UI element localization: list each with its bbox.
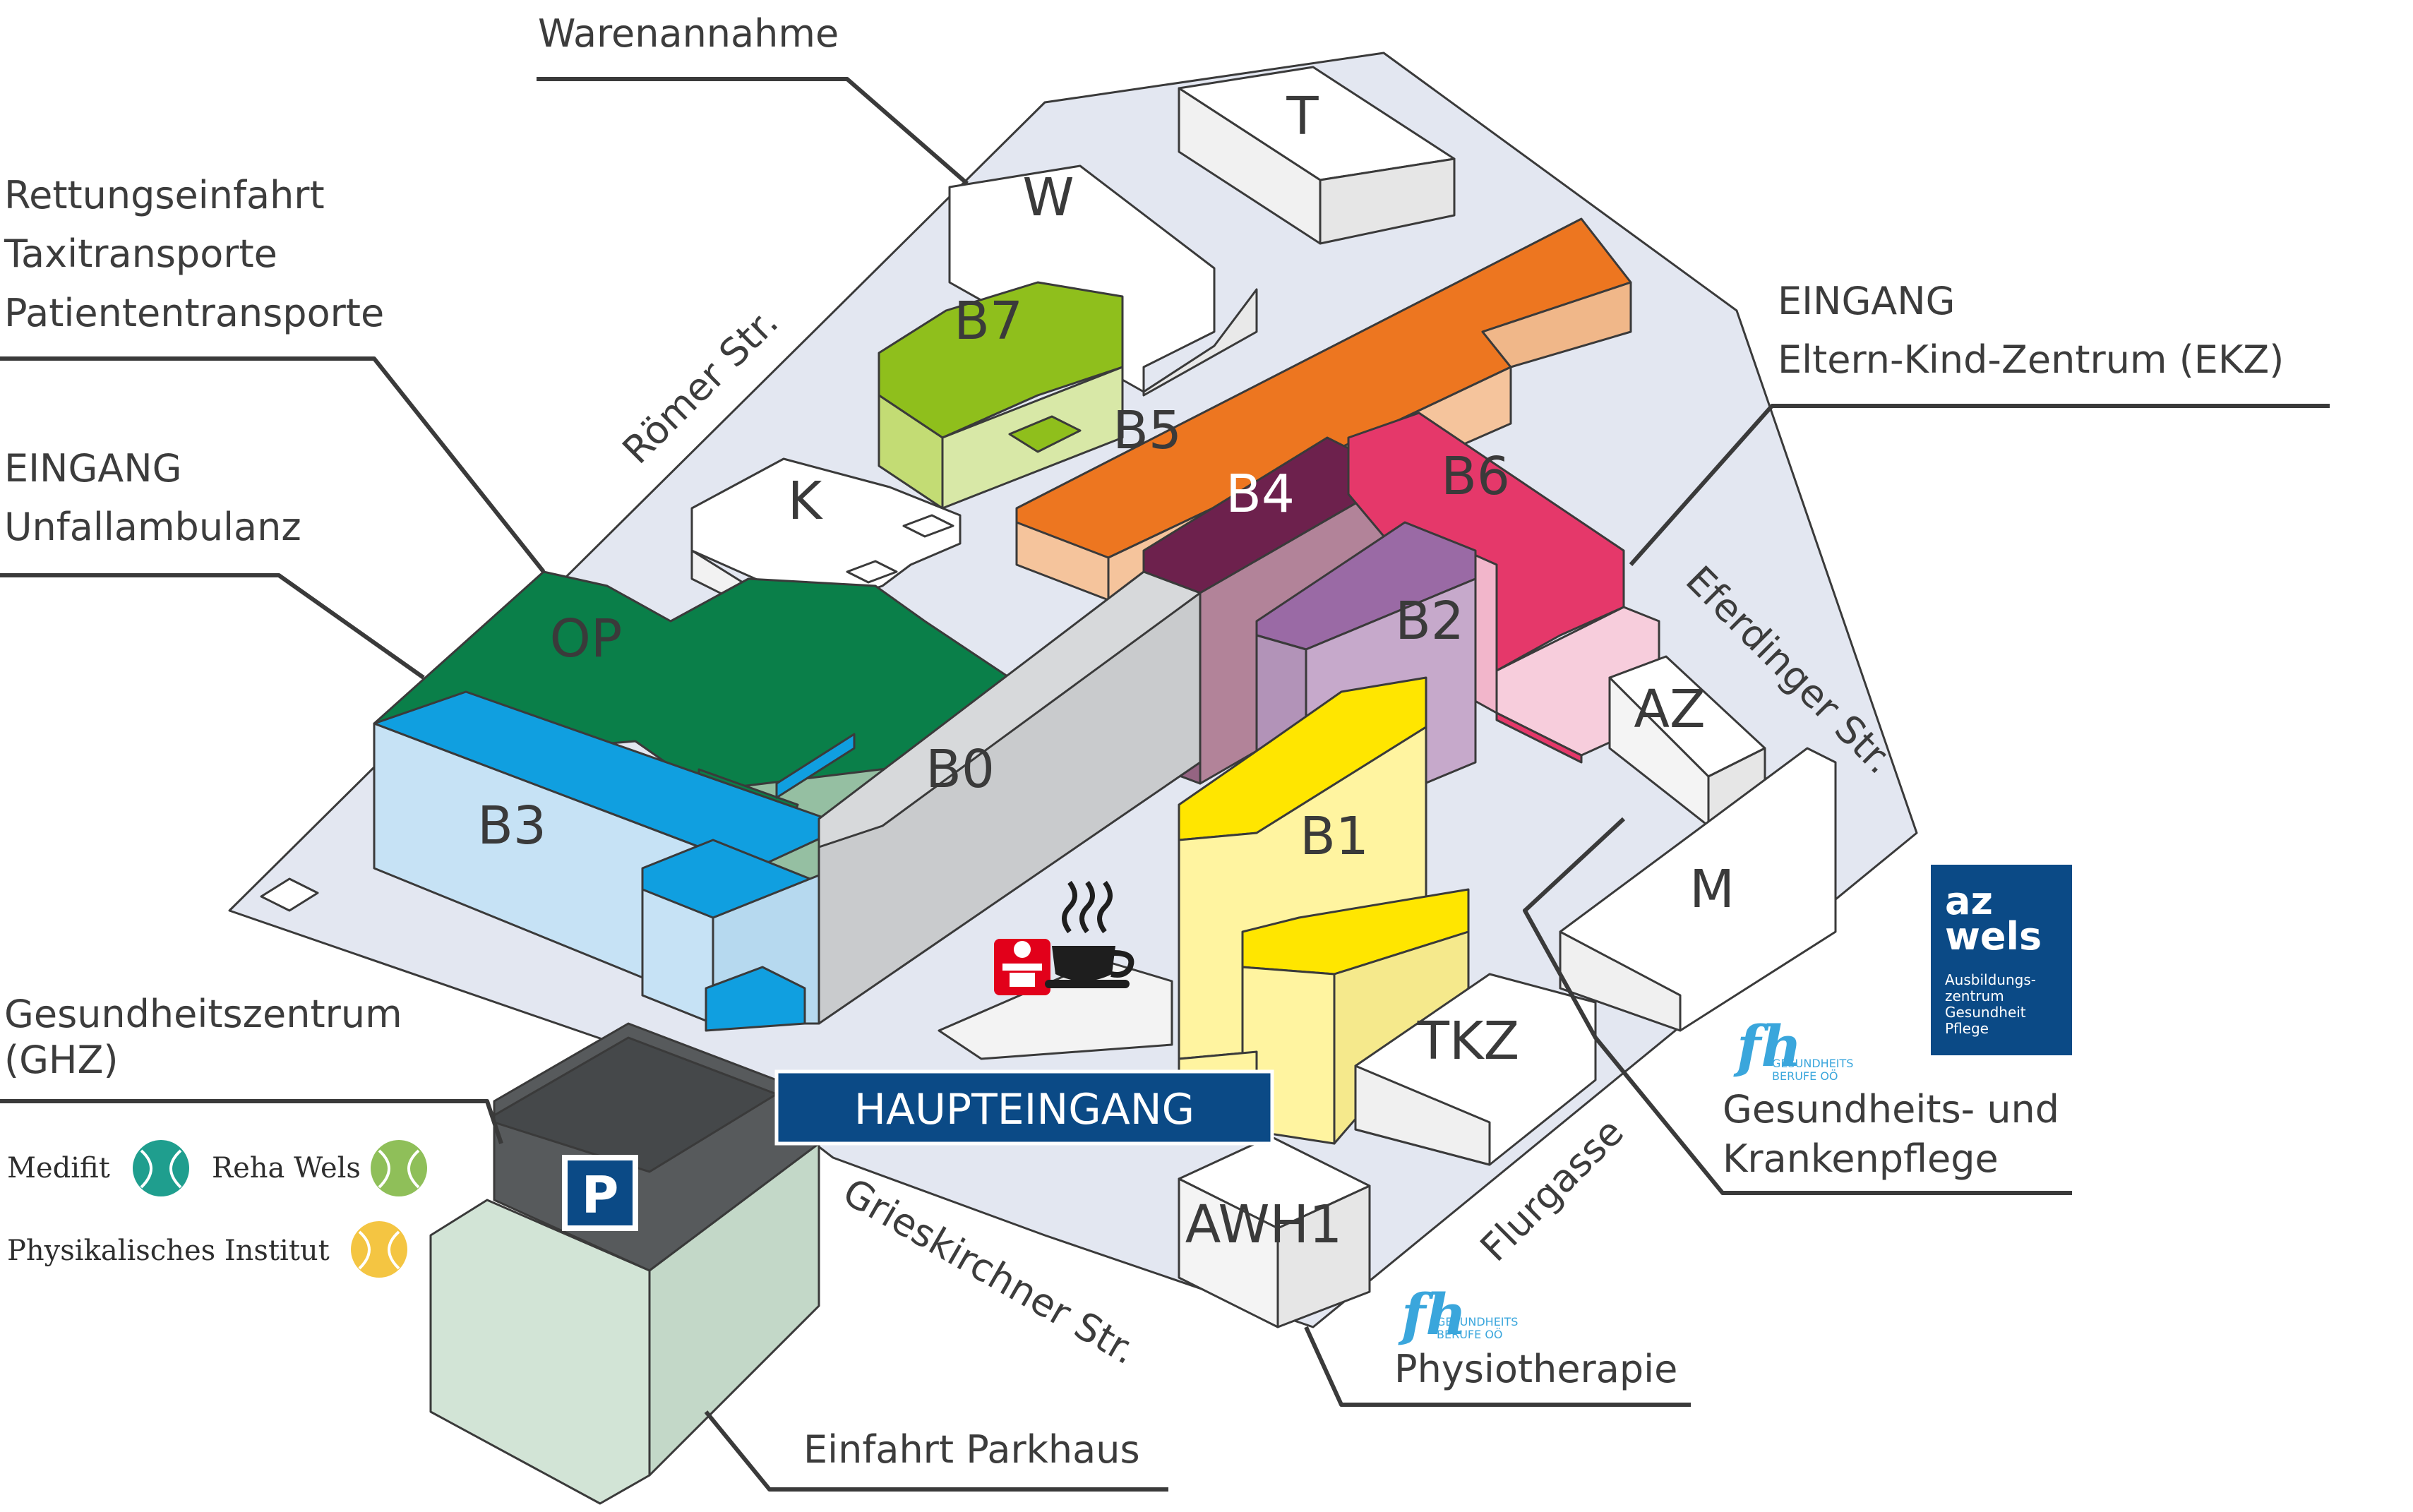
fh-logo-physio: fh GESUNDHEITS BERUFE OÖ [1398, 1281, 1518, 1348]
building-m[interactable] [1559, 747, 1837, 1032]
label-rettung-1: Rettungseinfahrt [4, 173, 325, 217]
fh-sub-physio-2: BERUFE OÖ [1437, 1328, 1503, 1341]
leader-physio [1304, 1326, 1691, 1407]
label-az: AZ [1634, 679, 1705, 740]
label-unfall-2: Unfallambulanz [4, 505, 301, 549]
fh-sub-gkp-2: BERUFE OÖ [1772, 1069, 1838, 1083]
bank-icon [994, 939, 1050, 995]
building-t[interactable] [1178, 66, 1456, 245]
label-rettung-3: Patiententransporte [4, 291, 384, 335]
label-b4: B4 [1226, 464, 1295, 524]
label-awh1: AWH1 [1185, 1194, 1342, 1255]
leader-rettung [0, 356, 546, 573]
label-b5: B5 [1113, 400, 1182, 461]
fh-logo-gkp: fh GESUNDHEITS BERUFE OÖ [1733, 1013, 1853, 1083]
fh-text-physio: fh [1398, 1281, 1467, 1348]
fh-text-gkp: fh [1733, 1013, 1802, 1079]
medifit-icon [133, 1140, 189, 1196]
label-medifit: Medifit [7, 1152, 110, 1184]
azwels-text-2: wels [1945, 914, 2042, 959]
azwels-sub-3: Gesundheit [1945, 1004, 2026, 1021]
building-b7[interactable] [878, 281, 1124, 510]
label-gkp-2: Krankenpflege [1723, 1136, 1999, 1181]
building-tkz[interactable] [1354, 973, 1597, 1166]
label-physinst: Physikalisches Institut [7, 1235, 330, 1267]
label-b0: B0 [926, 739, 995, 800]
label-ghz-1: Gesundheitszentrum [4, 992, 402, 1036]
label-tkz: TKZ [1417, 1011, 1519, 1072]
label-ekz-1: EINGANG [1778, 279, 1955, 323]
label-gkp-1: Gesundheits- und [1723, 1087, 2059, 1132]
building-az[interactable] [1608, 655, 1766, 827]
leader-einfahrt [704, 1410, 1168, 1492]
leader-gkp [1523, 817, 2072, 1195]
label-t: T [1286, 86, 1319, 147]
label-b6: B6 [1441, 446, 1510, 507]
building-b3[interactable] [373, 690, 856, 1032]
small-pad [260, 877, 319, 912]
azwels-sub-1: Ausbildungs- [1945, 971, 2036, 988]
label-b7: B7 [954, 291, 1023, 352]
leader-ghz [0, 1099, 503, 1144]
label-k: K [788, 471, 824, 532]
label-reha: Reha Wels [212, 1152, 361, 1184]
leader-ekz [1629, 404, 2330, 566]
label-rettung-2: Taxitransporte [4, 232, 277, 276]
label-op: OP [550, 608, 623, 669]
label-w: W [1022, 167, 1074, 228]
azwels-text-1: az [1945, 879, 1993, 923]
fh-sub-gkp-1: GESUNDHEITS [1772, 1057, 1853, 1070]
label-einfahrt: Einfahrt Parkhaus [803, 1427, 1140, 1472]
building-parkhaus[interactable] [429, 1022, 820, 1505]
label-b2: B2 [1395, 591, 1464, 652]
label-unfall-1: EINGANG [4, 446, 181, 491]
azwels-sub-2: zentrum [1945, 988, 2004, 1004]
coffee-icon [1045, 880, 1134, 988]
leader-unfall [0, 573, 425, 680]
haupteingang-banner[interactable]: HAUPTEINGANG [774, 1069, 1274, 1146]
label-b3: B3 [477, 796, 546, 856]
fh-sub-physio-1: GESUNDHEITS [1437, 1315, 1518, 1328]
physinst-icon [351, 1221, 407, 1278]
leader-warenannahme [537, 77, 969, 186]
label-haupteingang: HAUPTEINGANG [854, 1085, 1194, 1134]
building-awh1[interactable] [1178, 1135, 1371, 1328]
label-ekz-2: Eltern-Kind-Zentrum (EKZ) [1778, 337, 2284, 382]
label-m: M [1689, 859, 1735, 920]
label-ghz-2: (GHZ) [4, 1038, 119, 1082]
azwels-sub-4: Pflege [1945, 1020, 1989, 1037]
label-warenannahme: Warenannahme [538, 11, 839, 56]
reha-icon [371, 1140, 427, 1196]
azwels-logo: az wels Ausbildungs- zentrum Gesundheit … [1931, 865, 2072, 1055]
label-b1: B1 [1300, 806, 1369, 867]
label-p: P [582, 1165, 619, 1225]
parking-sign: P [562, 1155, 638, 1231]
label-physio: Physiotherapie [1394, 1347, 1677, 1391]
